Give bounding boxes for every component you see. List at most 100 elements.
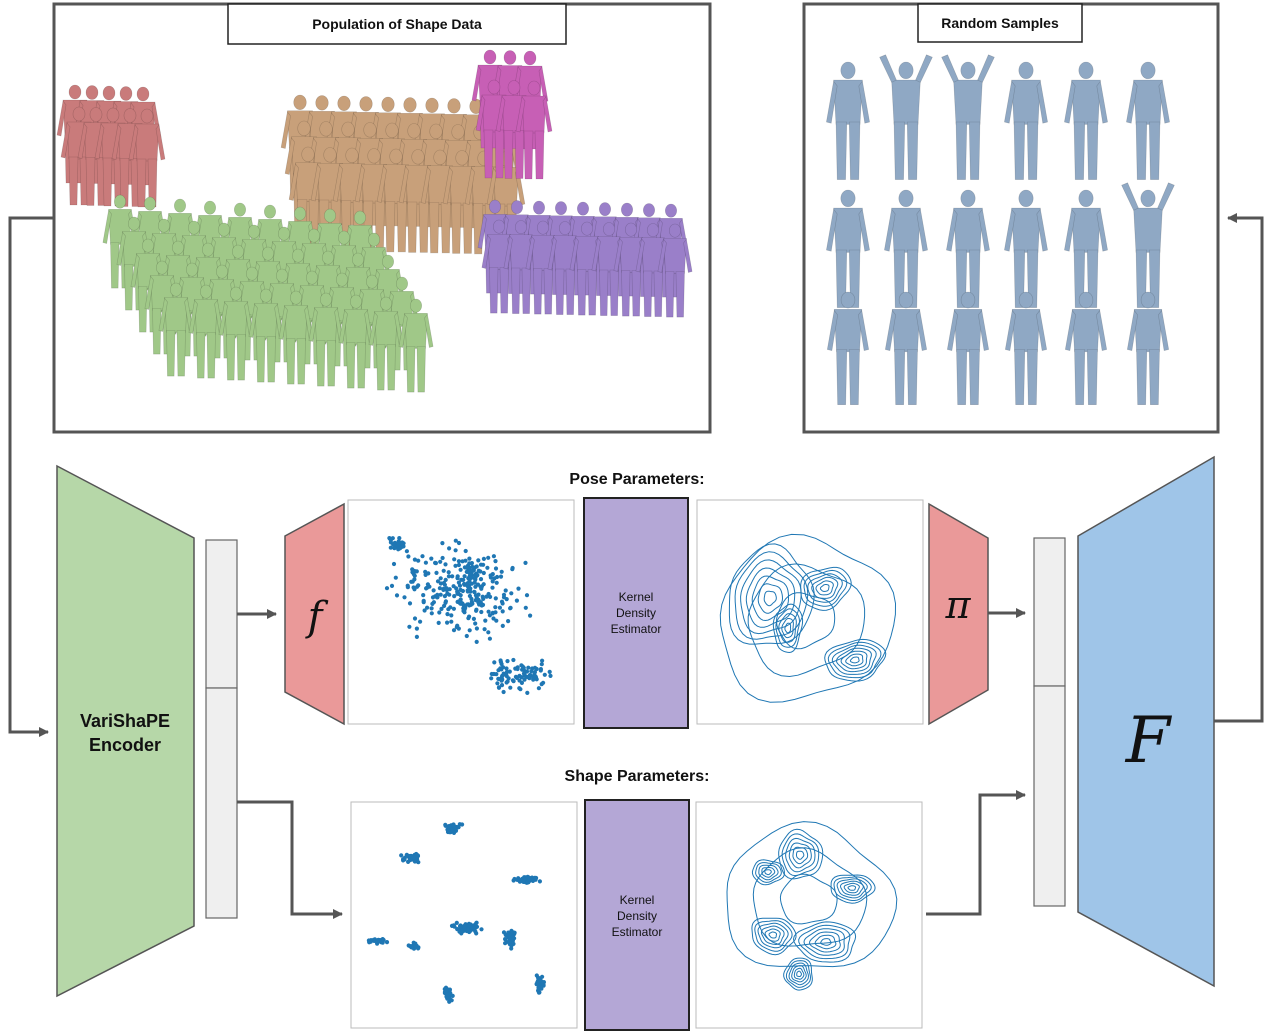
density-contour: [757, 583, 784, 614]
scatter-point: [407, 624, 412, 629]
scatter-point: [548, 673, 553, 679]
scatter-point: [479, 603, 484, 608]
scatter-point: [473, 577, 478, 582]
population-figure: [338, 294, 374, 389]
density-contour: [824, 638, 887, 682]
scatter-point: [509, 943, 514, 948]
density-contour: [719, 533, 897, 703]
random-sample-figures: [826, 54, 1175, 405]
scatter-point: [460, 588, 465, 594]
scatter-point: [444, 586, 449, 591]
scatter-point: [491, 554, 496, 559]
scatter-point: [434, 570, 439, 576]
scatter-point: [504, 669, 510, 675]
scatter-point: [532, 670, 538, 675]
scatter-point: [429, 611, 434, 616]
scatter-point: [509, 930, 514, 935]
scatter-point: [467, 556, 472, 561]
scatter-point: [498, 677, 503, 682]
shape-kde-block: [584, 799, 690, 1031]
scatter-point: [469, 599, 474, 605]
decoder-block: [1077, 455, 1215, 988]
scatter-point: [450, 574, 455, 579]
density-contour: [840, 650, 868, 670]
shape-latent-to-scatter-arrow: [237, 800, 343, 919]
scatter-point: [505, 659, 510, 664]
population-figure: [515, 80, 553, 180]
density-contour: [833, 876, 872, 901]
scatter-point: [486, 630, 491, 635]
scatter-point: [473, 621, 478, 626]
scatter-point: [474, 931, 479, 936]
population-figure: [158, 282, 194, 377]
scatter-point: [390, 536, 395, 541]
density-contour: [754, 920, 793, 952]
scatter-point: [460, 928, 465, 933]
scatter-point: [537, 879, 543, 884]
scatter-point: [436, 620, 441, 626]
scatter-point: [449, 613, 454, 618]
scatter-point: [449, 619, 454, 624]
f-map-block: [284, 502, 345, 726]
density-contour: [751, 575, 789, 622]
scatter-point: [509, 591, 514, 596]
scatter-point: [534, 875, 539, 881]
scatter-point: [446, 570, 451, 575]
sample-figure: [826, 189, 870, 308]
scatter-point: [511, 657, 516, 663]
scatter-point: [453, 538, 458, 543]
scatter-point: [473, 598, 478, 603]
scatter-point: [485, 565, 490, 570]
scatter-point: [526, 675, 531, 680]
scatter-point: [503, 941, 508, 946]
scatter-point: [495, 681, 500, 686]
shape-density-contours: [726, 821, 898, 991]
scatter-point: [465, 927, 470, 933]
scatter-point: [511, 878, 516, 883]
scatter-point: [456, 580, 461, 585]
sample-figure: [941, 54, 995, 180]
scatter-point: [464, 565, 469, 570]
scatter-point: [547, 669, 552, 675]
scatter-point: [489, 676, 494, 681]
scatter-point: [389, 583, 395, 589]
density-contour: [764, 928, 781, 942]
density-contour: [843, 882, 860, 894]
sample-figure: [1064, 189, 1108, 308]
samples-title-box: [917, 3, 1083, 43]
density-contour: [751, 859, 785, 886]
scatter-point: [462, 574, 467, 579]
scatter-point: [441, 568, 446, 573]
population-figure: [398, 298, 434, 393]
scatter-point: [406, 859, 411, 865]
density-contour: [803, 928, 845, 956]
population-figure: [188, 284, 224, 379]
density-contour: [792, 846, 809, 865]
scatter-point: [487, 636, 492, 641]
scatter-point: [490, 579, 495, 584]
density-contour: [793, 967, 805, 980]
scatter-point: [445, 827, 450, 832]
population-figure: [547, 221, 583, 315]
scatter-point: [484, 594, 489, 599]
scatter-point: [418, 619, 423, 624]
scatter-point: [505, 679, 510, 684]
scatter-point: [423, 560, 428, 565]
scatter-point: [514, 598, 520, 603]
scatter-point: [522, 677, 527, 682]
scatter-point: [486, 555, 491, 560]
scatter-point: [399, 853, 404, 858]
scatter-point: [479, 927, 484, 932]
density-contour: [798, 924, 851, 960]
scatter-point: [453, 548, 458, 553]
scatter-point: [499, 683, 505, 688]
scatter-point: [433, 560, 438, 566]
scatter-point: [530, 878, 536, 884]
scatter-point: [500, 609, 505, 614]
sample-figure: [1126, 291, 1170, 405]
scatter-point: [515, 666, 520, 672]
shape-kde-label-2: Density: [617, 909, 657, 923]
scatter-point: [412, 859, 417, 864]
scatter-point: [425, 582, 430, 587]
